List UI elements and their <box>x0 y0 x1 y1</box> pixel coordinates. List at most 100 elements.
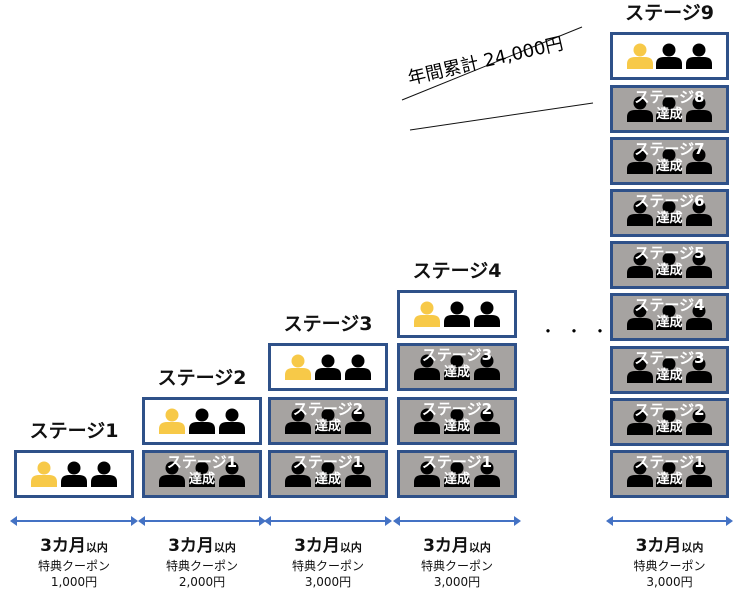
person-icon <box>626 357 653 383</box>
achieved-status: 達成 <box>656 472 683 487</box>
achieved-status: 達成 <box>656 419 683 435</box>
coupon-amount: 2,000円 <box>178 575 226 589</box>
person-icon <box>285 354 311 380</box>
members <box>613 96 726 122</box>
bracket-upper-line <box>401 26 583 101</box>
person-icon <box>686 96 713 122</box>
achieved-status: 達成 <box>443 472 470 487</box>
achieved-stage-name: ステージ8 <box>634 87 705 106</box>
duration-value: 3カ月 <box>168 536 214 556</box>
person-icon <box>345 354 371 380</box>
coupon-label: 特典クーポン <box>165 559 238 573</box>
duration-value: 3カ月 <box>294 536 340 556</box>
achieved-stage-name: ステージ1 <box>421 453 493 471</box>
person-icon <box>91 461 117 487</box>
achieved-status: 達成 <box>656 106 683 122</box>
person-icon <box>686 252 713 279</box>
achieved-stage-name: ステージ6 <box>634 192 705 210</box>
stage-title: ステージ3 <box>283 313 373 335</box>
members <box>613 252 726 279</box>
person-icon <box>189 408 215 434</box>
achieved-status: 達成 <box>443 418 470 434</box>
achieved-stage-name: ステージ2 <box>634 400 705 419</box>
achieved-stage-name: ステージ4 <box>634 296 705 315</box>
person-icon <box>626 252 653 279</box>
person-icon <box>686 409 713 435</box>
person-icon <box>414 301 440 327</box>
period-arrow <box>10 516 138 526</box>
stage-title: ステージ4 <box>412 259 502 282</box>
achieved-status: 達成 <box>656 211 683 226</box>
duration-label: 3カ月以内 <box>4 531 144 556</box>
person-icon <box>626 409 653 435</box>
person-icon <box>474 354 500 380</box>
person-icon <box>414 354 440 380</box>
duration-label: 3カ月以内 <box>600 531 740 556</box>
person-icon <box>656 304 683 331</box>
coupon-amount: 3,000円 <box>433 575 481 589</box>
person-icon <box>189 461 215 487</box>
members <box>400 301 514 327</box>
stage-title: ステージ1 <box>29 420 119 442</box>
duration-value: 3カ月 <box>423 536 469 556</box>
bracket-lower-line <box>409 102 594 131</box>
coupon-label: 特典クーポン <box>633 559 706 573</box>
achieved-status: 達成 <box>443 365 470 380</box>
achieved-stage-name: ステージ2 <box>421 399 493 418</box>
person-icon <box>626 461 653 487</box>
period-arrow <box>138 516 266 526</box>
duration-suffix: 以内 <box>468 541 491 554</box>
coupon-label: 特典クーポン <box>291 559 364 573</box>
achieved-stage-name: ステージ1 <box>634 453 705 471</box>
person-icon <box>159 408 185 434</box>
person-icon <box>626 200 653 226</box>
person-icon <box>285 461 311 487</box>
members <box>613 200 726 226</box>
person-icon <box>474 461 500 487</box>
current-stage-box <box>142 396 262 445</box>
achieved-stage-name: ステージ2 <box>292 399 364 418</box>
ellipsis: ・・・ <box>540 322 619 341</box>
members <box>145 461 259 487</box>
duration-suffix: 以内 <box>681 541 704 554</box>
person-icon <box>315 461 341 487</box>
person-icon <box>686 304 713 331</box>
achieved-stage-name: ステージ1 <box>166 453 238 471</box>
members <box>400 408 514 434</box>
person-icon <box>345 408 371 434</box>
person-icon <box>686 43 713 70</box>
duration-label: 3カ月以内 <box>132 531 272 556</box>
person-icon <box>656 357 683 383</box>
achieved-stage-name: ステージ3 <box>634 348 705 367</box>
person-icon <box>626 96 653 122</box>
person-icon <box>656 43 683 70</box>
person-icon <box>686 461 713 487</box>
current-stage-box <box>14 450 134 498</box>
stage-title: ステージ9 <box>625 2 714 25</box>
achieved-status: 達成 <box>656 263 683 279</box>
members <box>613 461 726 487</box>
duration-suffix: 以内 <box>339 541 362 554</box>
person-icon <box>656 148 683 174</box>
